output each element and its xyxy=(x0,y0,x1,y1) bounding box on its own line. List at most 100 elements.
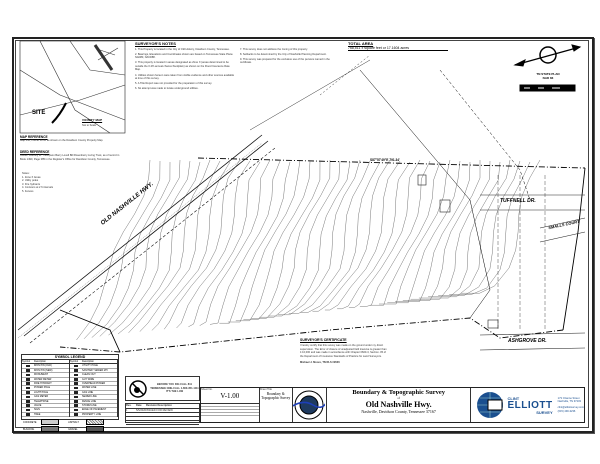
total-area-title: TOTAL AREA xyxy=(348,41,374,46)
revision-empty-row xyxy=(126,417,199,422)
legend-description: TELEPHONE xyxy=(34,399,49,403)
sheet-title-label: Sheet Title xyxy=(259,388,272,391)
swatch-label: ASPHALT xyxy=(68,420,79,424)
sheet-info-lines xyxy=(201,402,259,416)
revision-cell: ISSUED FOR REVIEW xyxy=(146,408,173,412)
map-reference-text: Map 030, Parcel 10.00 as shown on the Da… xyxy=(20,139,104,142)
legend-description: PROPERTY LINE xyxy=(82,412,102,416)
contour-line xyxy=(91,161,171,338)
call-811-text: BEFORE YOU DIG CALL 811 TENNESSEE ONE-CA… xyxy=(150,383,199,394)
note-item: 1. This Property is located in the City … xyxy=(135,47,230,51)
vicinity-map-note: Not to Scale xyxy=(82,123,97,127)
legend-row: PROPERTY LINE xyxy=(70,412,117,418)
call-before-you-dig-icon xyxy=(129,379,147,398)
contour-line xyxy=(438,160,521,296)
legend-description: GUY WIRE xyxy=(82,377,95,381)
sheet-number-cell: Sheet No. V-1.00 xyxy=(201,388,260,422)
legend-symbol-icon xyxy=(26,413,30,416)
legend-description: FENCE LINE xyxy=(82,399,97,403)
legend-row: IRON PIN (OLD) xyxy=(22,364,69,369)
legend-description: SEWER LINE xyxy=(82,395,97,399)
plan-notes-title: Notes: xyxy=(22,172,30,175)
contour-line xyxy=(219,161,291,324)
revisions-col: Date xyxy=(136,404,142,407)
revision-cell: 1 xyxy=(126,408,128,412)
legend-row: GAS METER xyxy=(22,395,69,400)
contour-line xyxy=(99,159,181,337)
deed-reference: DEED REFERENCE Owner: Dorothy M. Thompso… xyxy=(20,150,125,161)
note-item: 4. Utilities shown hereon were taken fro… xyxy=(135,73,235,81)
contour-line xyxy=(449,161,531,295)
map-reference: MAP REFERENCE Map 030, Parcel 10.00 as s… xyxy=(20,135,130,143)
legend-description: IRON PIN (NEW) xyxy=(34,368,53,372)
contour-line xyxy=(251,159,331,319)
legend-swatch: BUILDING xyxy=(23,426,68,433)
contour-line xyxy=(117,161,201,335)
total-area-value: 768,511 ± square feet or 17.1604 acres xyxy=(348,46,410,50)
contour-line xyxy=(348,159,421,308)
swatch-label: BUILDING xyxy=(23,427,35,431)
legend-symbol-icon xyxy=(26,400,30,403)
registered-land-surveyor-seal-icon xyxy=(293,390,326,420)
contour-line xyxy=(209,160,281,325)
contour-line xyxy=(410,160,491,300)
surveyors-notes-continued: 7. This survey does not address the zoni… xyxy=(240,46,335,65)
old-nashville-hwy-road xyxy=(17,134,276,344)
legend-row: SEWER LINE xyxy=(70,395,117,400)
note-item: 7. This survey does not address the zoni… xyxy=(240,47,308,51)
globe-logo-icon xyxy=(477,392,504,418)
legend-row: POWER POLE xyxy=(22,386,69,391)
surveyors-notes: SURVEYOR'S NOTES 1. This Property is loc… xyxy=(135,41,235,91)
contour-line xyxy=(268,161,351,317)
contour-line xyxy=(108,160,191,336)
legend-row: GUY WIRE xyxy=(70,377,117,383)
total-area: TOTAL AREA 768,511 ± square feet or 17.1… xyxy=(348,41,448,51)
contour-line xyxy=(395,161,471,302)
legend-row: SANITARY SEWER MH xyxy=(70,369,117,374)
road-label-tuffnell: TUFFNELL DR. xyxy=(500,198,536,204)
legend-description: VALVE xyxy=(34,404,42,408)
legend-symbol-icon xyxy=(74,413,78,416)
legend-col-symbol: Symbol xyxy=(70,360,78,363)
company-contact: 173 Ozanne Street Nashville, TN 37203 cl… xyxy=(558,397,584,413)
legend-description: LIGHT POLE xyxy=(34,390,49,394)
swatch-fill xyxy=(41,419,59,426)
swatch-fill xyxy=(86,426,105,433)
company-name-bottom: SURVEY xyxy=(536,409,553,415)
project-title-cell: Boundary & Topographic Survey of Old Nas… xyxy=(327,388,472,422)
plan-note-item: 5. Fences xyxy=(22,189,34,193)
legend-row: MONUMENT xyxy=(22,373,69,378)
contour-line xyxy=(288,160,371,314)
legend-symbol-icon xyxy=(74,391,78,394)
contour-line xyxy=(300,161,381,313)
legend-symbol-icon xyxy=(26,391,30,394)
legend-description: SIGN xyxy=(34,408,40,412)
contour-line xyxy=(387,160,461,303)
contour-line xyxy=(428,159,511,297)
plan-note-item: 3. Fire hydrants xyxy=(22,182,41,186)
call-811-box: BEFORE YOU DIG CALL 811 TENNESSEE ONE-CA… xyxy=(125,376,200,401)
contour-line xyxy=(199,159,271,326)
contour-line xyxy=(359,160,431,307)
legend-symbol-icon xyxy=(74,378,78,381)
title-block: Sheet No. V-1.00 Sheet Title Boundary & … xyxy=(200,387,585,423)
contour-line xyxy=(259,160,341,318)
contour-line xyxy=(151,161,231,331)
legend-symbol-icon xyxy=(26,395,30,399)
company-phone: (615) 490-3236 xyxy=(557,409,576,413)
legend-symbol-icon xyxy=(74,400,78,403)
contour-line xyxy=(76,159,151,341)
note-item: 8. Setbacks to be determined by the City… xyxy=(240,52,327,56)
revision-cell: 5/5/2020 xyxy=(136,408,147,412)
project-title: Boundary & Topographic Survey xyxy=(352,389,445,396)
swatch-label: CONCRETE xyxy=(23,420,37,424)
north-sub: NAD 83 xyxy=(542,76,554,80)
company-address: 173 Ozanne Street xyxy=(557,396,580,400)
plan-note-item: 2. Utility poles xyxy=(22,179,39,183)
